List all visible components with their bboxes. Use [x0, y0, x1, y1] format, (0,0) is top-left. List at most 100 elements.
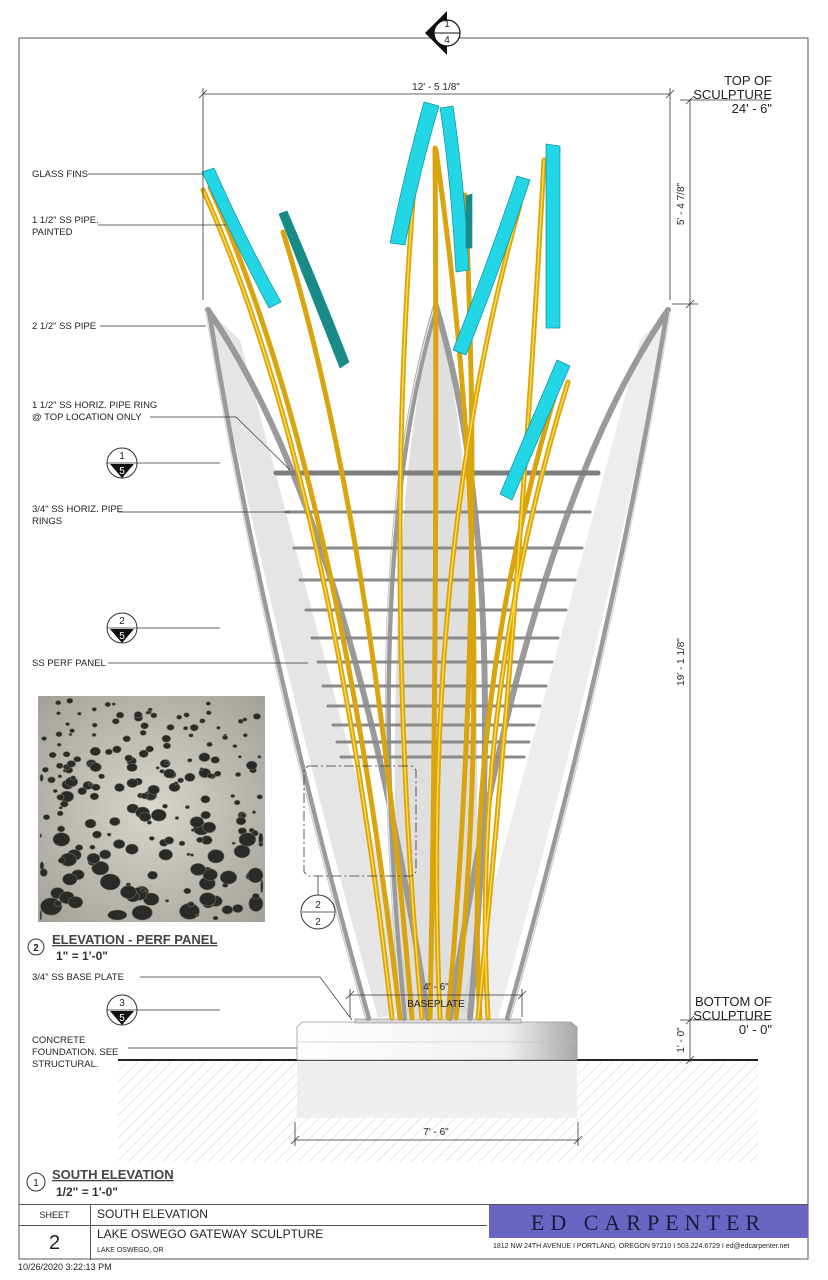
- perf-hole: [183, 887, 192, 895]
- section-mark-1-ref: 5: [119, 466, 125, 477]
- perf-hole: [210, 756, 220, 764]
- perf-hole: [200, 810, 211, 820]
- perf-hole: [178, 840, 186, 847]
- section-mark-3: 3 5: [106, 994, 220, 1026]
- perf-hole: [122, 735, 131, 743]
- perf-hole: [104, 701, 111, 708]
- note-pipe-painted-1: 1 1/2" SS PIPE.: [32, 215, 99, 226]
- dim-fin-height-text: 5' - 4 7/8": [676, 182, 687, 225]
- perf-hole: [183, 712, 190, 718]
- perf-hole: [199, 892, 217, 907]
- perf-hole: [189, 816, 204, 828]
- perf-panel-photo: [38, 696, 265, 922]
- firm-address: 1812 NW 24TH AVENUE I PORTLAND, OREGON 9…: [493, 1243, 790, 1250]
- view-title-main-text: SOUTH ELEVATION: [52, 1167, 174, 1182]
- perf-hole: [199, 767, 204, 771]
- perf-hole: [56, 711, 61, 716]
- perf-hole: [207, 773, 214, 779]
- perf-hole: [58, 806, 63, 810]
- perf-hole: [212, 915, 219, 921]
- detail-callout: 2 2: [300, 765, 417, 930]
- view-title-detail: 2 ELEVATION - PERF PANEL 1" = 1'-0": [27, 932, 217, 963]
- perf-hole: [42, 766, 49, 773]
- perf-hole: [120, 885, 137, 899]
- level-bottom-value: 0' - 0": [739, 1022, 772, 1037]
- section-mark-3-num: 3: [119, 998, 125, 1009]
- perf-hole: [42, 814, 51, 821]
- perf-hole: [91, 707, 97, 712]
- perf-hole: [235, 816, 247, 826]
- perf-hole: [91, 861, 110, 876]
- perf-hole: [257, 755, 262, 759]
- perf-hole: [163, 768, 176, 779]
- perf-hole: [184, 772, 196, 782]
- perf-hole: [124, 754, 134, 762]
- section-mark-2-ref: 5: [119, 631, 125, 642]
- perf-hole: [145, 710, 150, 715]
- timestamp: 10/26/2020 3:22:13 PM: [18, 1262, 112, 1272]
- perf-hole: [126, 778, 139, 788]
- foundation-below-grade: [297, 1060, 577, 1118]
- perf-hole: [68, 732, 73, 736]
- perf-hole: [165, 899, 170, 903]
- level-top-value: 24' - 6": [732, 101, 773, 116]
- level-top-line2: SCULPTURE: [693, 87, 772, 102]
- perf-hole: [221, 905, 234, 915]
- perf-hole: [109, 817, 121, 826]
- perf-hole: [187, 758, 193, 763]
- perf-hole: [91, 783, 101, 791]
- perf-hole: [114, 783, 125, 792]
- perf-hole: [57, 774, 63, 779]
- perf-hole: [173, 781, 179, 786]
- note-base-plate: 3/4" SS BASE PLATE: [32, 972, 124, 983]
- perf-hole: [147, 870, 158, 880]
- perf-hole: [238, 832, 257, 847]
- perf-hole: [166, 724, 175, 731]
- perf-hole: [232, 744, 238, 749]
- perf-hole: [145, 745, 154, 753]
- perf-hole: [222, 735, 229, 740]
- perf-hole: [89, 844, 96, 850]
- perf-hole: [133, 711, 143, 719]
- perf-hole: [99, 873, 121, 891]
- foundation-above-grade: [296, 1021, 578, 1061]
- perf-hole: [92, 830, 102, 839]
- perf-hole: [258, 841, 264, 847]
- perf-hole: [231, 841, 236, 845]
- dim-baseplate-label: BASEPLATE: [407, 999, 465, 1010]
- perf-hole: [67, 896, 84, 909]
- perf-hole: [89, 792, 99, 801]
- perf-hole: [206, 710, 212, 716]
- perf-hole: [151, 808, 167, 822]
- perf-hole: [149, 836, 155, 841]
- perf-hole: [106, 832, 112, 837]
- note-foundation-1: CONCRETE: [32, 1035, 85, 1046]
- sheet-label: SHEET: [19, 1205, 91, 1226]
- perf-hole: [158, 848, 173, 861]
- perf-hole: [138, 749, 149, 758]
- perf-hole: [177, 777, 184, 783]
- section-mark-top-num: 1: [444, 19, 450, 30]
- perf-hole: [39, 833, 42, 838]
- perf-hole: [242, 717, 248, 722]
- perf-hole: [205, 701, 211, 706]
- note-ring-2: @ TOP LOCATION ONLY: [32, 412, 142, 423]
- perf-hole: [140, 792, 149, 800]
- perf-hole: [73, 756, 82, 763]
- perf-hole: [39, 910, 42, 921]
- perf-hole: [251, 893, 260, 900]
- perf-hole: [77, 787, 87, 795]
- view-title-detail-num: 2: [33, 943, 39, 954]
- section-mark-top-ref: 4: [444, 35, 450, 46]
- perf-hole: [91, 722, 98, 728]
- dim-main-height-text: 19' - 1 1/8": [676, 638, 687, 686]
- perf-hole: [184, 805, 190, 810]
- level-top-line1: TOP OF: [724, 73, 772, 88]
- perf-hole: [53, 900, 62, 907]
- perf-hole: [216, 725, 221, 730]
- perf-hole: [98, 773, 105, 779]
- perf-hole: [186, 852, 191, 857]
- perf-hole: [147, 784, 160, 795]
- perf-hole: [260, 879, 264, 894]
